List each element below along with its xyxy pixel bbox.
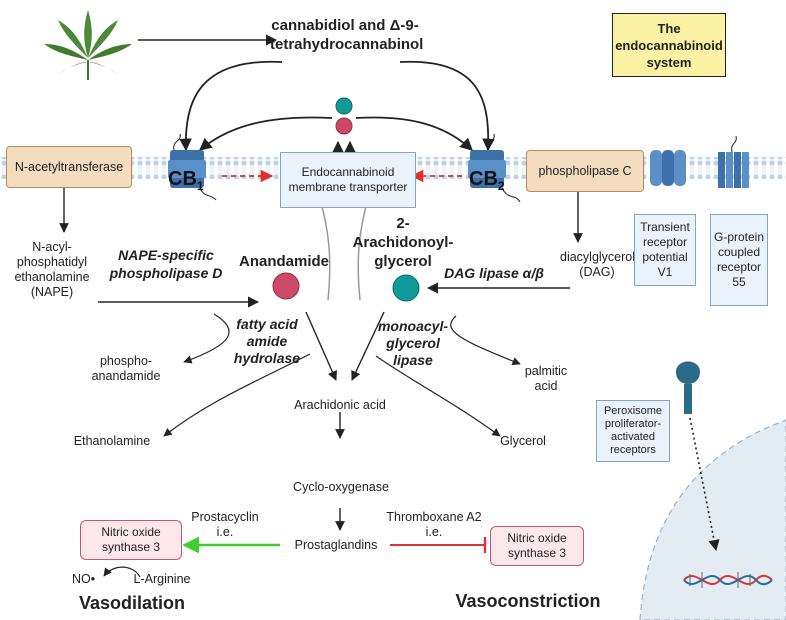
cannabinoids-label: cannabidiol and Δ-9-tetrahydrocannabinol bbox=[270, 17, 424, 53]
no-label: NO• bbox=[72, 572, 96, 586]
phospholipase-c-box: phospholipase C bbox=[526, 150, 644, 192]
gpr55-receptor-icon bbox=[718, 135, 749, 188]
cannabis-leaf-icon bbox=[44, 10, 132, 80]
anandamide-label: Anandamide bbox=[238, 253, 329, 270]
nape-pld-label: NAPE-specific phospholipase D bbox=[109, 247, 223, 281]
nos3-left-box: Nitric oxide synthase 3 bbox=[80, 520, 182, 560]
arachidonic-acid-label: Arachidonic acid bbox=[294, 398, 386, 412]
cb1-receptor-icon bbox=[168, 133, 217, 201]
nape-label: N-acyl-phosphatidyl ethanolamine (NAPE) bbox=[14, 240, 90, 299]
transporter-box: Endocannabinoid membrane transporter bbox=[280, 152, 416, 208]
mgl-label: monoacyl-glycerol lipase bbox=[377, 318, 448, 368]
vasodilation-label: Vasodilation bbox=[78, 593, 186, 613]
dag-lipase-label: DAG lipase α/β bbox=[444, 265, 544, 281]
ag-label: 2-Arachidonoyl-glycerol bbox=[352, 215, 454, 270]
ppar-box: Peroxisome proliferator-activated recept… bbox=[596, 400, 670, 462]
n-acetyltransferase-box: N-acetyltransferase bbox=[6, 146, 132, 188]
vasoconstriction-label: Vasoconstriction bbox=[455, 591, 601, 611]
diagram-title: The endocannabinoid system bbox=[612, 13, 726, 77]
trpv1-channel-icon bbox=[650, 150, 686, 186]
cb2-receptor-icon bbox=[468, 133, 521, 203]
cannabinoid-teal-circle bbox=[335, 97, 353, 115]
cb1-label: CB1 bbox=[168, 168, 204, 193]
phospho-anandamide-label: phospho-anandamide bbox=[91, 354, 161, 383]
cb2-label: CB2 bbox=[469, 168, 505, 193]
l-arginine-label: L-Arginine bbox=[133, 572, 191, 586]
cannabinoid-crimson-circle bbox=[335, 117, 353, 135]
nucleus-shape bbox=[639, 419, 786, 620]
anandamide-circle bbox=[272, 272, 300, 300]
dag-label: diacylglycerol (DAG) bbox=[560, 250, 636, 279]
cyclooxygenase-label: Cyclo-oxygenase bbox=[293, 480, 389, 494]
ethanolamine-label: Ethanolamine bbox=[73, 434, 151, 448]
faah-label: fatty acid amide hydrolase bbox=[233, 316, 301, 366]
prostacyclin-label: Prostacyclin i.e. bbox=[191, 510, 259, 539]
gpr55-box: G-protein coupled receptor 55 bbox=[710, 214, 768, 306]
thromboxane-label: Thromboxane A2 i.e. bbox=[386, 510, 482, 539]
trpv1-box: Transient receptor potential V1 bbox=[634, 214, 696, 286]
dna-icon bbox=[683, 572, 773, 588]
ppar-receptor-icon bbox=[676, 361, 700, 414]
ag-circle bbox=[392, 274, 420, 302]
nos3-right-box: Nitric oxide synthase 3 bbox=[490, 526, 584, 566]
glycerol-label: Glycerol bbox=[500, 434, 546, 448]
prostaglandins-label: Prostaglandins bbox=[294, 538, 378, 552]
palmitic-acid-label: palmitic acid bbox=[524, 364, 568, 393]
